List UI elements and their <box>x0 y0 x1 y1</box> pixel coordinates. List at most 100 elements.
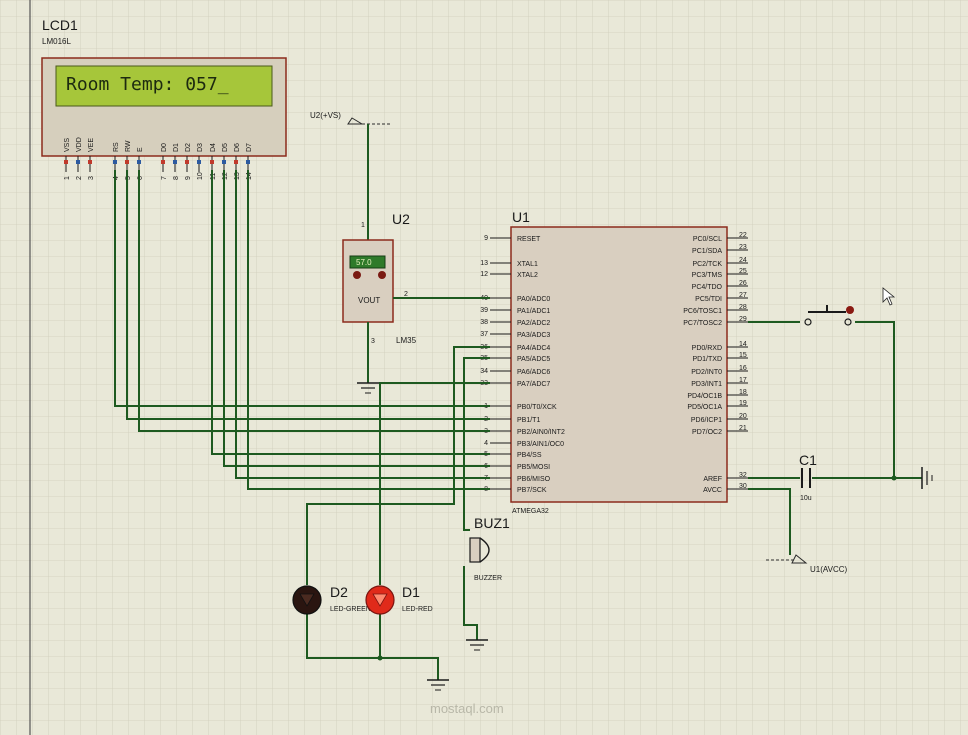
wire-pa5-buzzer <box>463 357 490 531</box>
lcd-pin-name: D6 <box>234 143 241 152</box>
mcu-left-pin-name: PA1/ADC1 <box>517 308 550 315</box>
mcu-right-pin-number: 25 <box>739 268 747 275</box>
mcu-right-pin-name: PD7/OC2 <box>692 429 722 436</box>
mcu-right-pin-name: AVCC <box>703 487 722 494</box>
lcd-pin-number: 7 <box>161 176 168 180</box>
lcd-component[interactable]: LCD1 LM016L Room Temp: 057_ VSS1VDD2VEE3… <box>41 17 287 180</box>
mcu-right-pin-number: 18 <box>739 389 747 396</box>
capacitor-value: 10u <box>800 495 812 502</box>
mcu-right-pin-name: PC0/SCL <box>693 236 722 243</box>
mcu-right-pins: 22PC0/SCL23PC1/SDA24PC2/TCK25PC3/TMS26PC… <box>683 232 748 494</box>
mcu-right-pin-name: PC5/TDI <box>695 296 722 303</box>
mcu-left-pin-number: 13 <box>480 260 488 267</box>
pin-marker <box>234 160 238 164</box>
lcd-pin-number: 3 <box>88 176 95 180</box>
mcu-right-pin-name: PD0/RXD <box>692 345 722 352</box>
lcd-pin-number: 5 <box>125 176 132 180</box>
lcd-pin-number: 9 <box>185 176 192 180</box>
lcd-screen <box>55 65 273 107</box>
wire-button-ground <box>855 321 895 478</box>
mcu-right-pin-number: 17 <box>739 377 747 384</box>
junction-dot <box>891 475 897 481</box>
sensor-component[interactable]: U2(+VS) U2 1 57.0 VOUT 2 3 LM35 <box>310 111 417 394</box>
buzzer-body-icon <box>469 537 481 563</box>
diode-symbol-icon <box>372 593 388 607</box>
lcd-pin-number: 11 <box>210 173 217 180</box>
led-red-component[interactable]: D1 LED-RED <box>365 584 433 615</box>
push-button[interactable] <box>804 305 854 326</box>
mcu-right-pin-number: 16 <box>739 365 747 372</box>
sensor-button-up-icon[interactable] <box>378 271 386 279</box>
led-green-component[interactable]: D2 LED-GREEN <box>292 584 371 615</box>
ground-icon <box>357 382 379 394</box>
capacitor-ref: C1 <box>799 452 817 468</box>
buzzer-component[interactable]: BUZ1 BUZZER <box>469 515 510 582</box>
mcu-right-pin-number: 26 <box>739 280 747 287</box>
mcu-left-pin-name: PB3/AIN1/OC0 <box>517 441 564 448</box>
mcu-left-pin-name: PB1/T1 <box>517 417 540 424</box>
lcd-ref: LCD1 <box>42 17 78 33</box>
mcu-left-pin-name: PB0/T0/XCK <box>517 404 557 411</box>
pin-marker <box>125 160 129 164</box>
mcu-left-pin-name: PB6/MISO <box>517 476 551 483</box>
pin-marker <box>222 160 226 164</box>
lcd-pin-name: RW <box>125 140 132 152</box>
pin-marker <box>137 160 141 164</box>
buzzer-model: BUZZER <box>474 575 502 582</box>
ground-icon <box>427 679 449 691</box>
pin-marker <box>210 160 214 164</box>
pin-marker <box>113 160 117 164</box>
terminal-arrow-icon <box>791 554 808 564</box>
lcd-model: LM016L <box>42 37 71 46</box>
mcu-right-pin-name: PC7/TOSC2 <box>683 320 722 327</box>
lcd-pin-number: 13 <box>234 172 241 180</box>
mcu-right-pin-name: PD1/TXD <box>692 356 722 363</box>
wire-d4-pb4 <box>211 170 490 455</box>
lcd-pin-number: 8 <box>173 176 180 180</box>
buzzer-ref: BUZ1 <box>474 515 510 531</box>
junction-dot <box>377 655 383 661</box>
pin-marker <box>185 160 189 164</box>
mcu-left-pin-name: PB7/SCK <box>517 487 547 494</box>
mcu-right-pin-number: 24 <box>739 257 747 264</box>
mcu-left-pin-name: XTAL1 <box>517 261 538 268</box>
sensor-display <box>349 255 386 269</box>
mcu-right-pin-name: PC4/TDO <box>692 284 723 291</box>
sensor-display-value: 57.0 <box>356 258 372 267</box>
lcd-pin-number: 14 <box>246 172 253 180</box>
mcu-left-pin-number: 9 <box>484 235 488 242</box>
led-red-model: LED-RED <box>402 606 433 613</box>
sensor-button-down-icon[interactable] <box>353 271 361 279</box>
wires <box>114 170 922 680</box>
wire-e-pb2 <box>138 170 490 432</box>
diode-symbol-icon <box>299 593 315 607</box>
mcu-right-pin-number: 19 <box>739 400 747 407</box>
pin-marker <box>64 160 68 164</box>
mcu-right-pin-name: PD3/INT1 <box>691 381 722 388</box>
mcu-right-pin-number: 30 <box>739 483 747 490</box>
button-actuator-icon[interactable] <box>846 306 854 314</box>
pin-marker <box>197 160 201 164</box>
mcu-left-pin-number: 39 <box>480 307 488 314</box>
mcu-left-pin-name: PB2/AIN0/INT2 <box>517 429 565 436</box>
mcu-model: ATMEGA32 <box>512 508 549 515</box>
mcu-body <box>510 226 728 503</box>
lcd-pin-number: 12 <box>222 172 229 180</box>
mcu-right-pin-name: PD4/OC1B <box>687 393 722 400</box>
capacitor-component[interactable]: C1 10u <box>799 452 817 502</box>
pin-marker <box>173 160 177 164</box>
mcu-right-pin-number: 23 <box>739 244 747 251</box>
pin-marker <box>88 160 92 164</box>
mcu-right-pin-name: PD2/INT0 <box>691 369 722 376</box>
sensor-supply-label: U2(+VS) <box>310 111 341 120</box>
button-contact-left-icon <box>804 318 812 326</box>
mcu-left-pin-name: PA6/ADC6 <box>517 369 550 376</box>
mcu-left-pin-name: PA7/ADC7 <box>517 381 550 388</box>
lcd-pin-number: 6 <box>137 176 144 180</box>
mcu-left-pin-number: 37 <box>480 331 488 338</box>
wire-pa4-led-green <box>306 346 490 585</box>
lcd-pin-name: D3 <box>197 143 204 152</box>
led-red-ref: D1 <box>402 584 420 600</box>
sensor-model: LM35 <box>396 336 417 345</box>
